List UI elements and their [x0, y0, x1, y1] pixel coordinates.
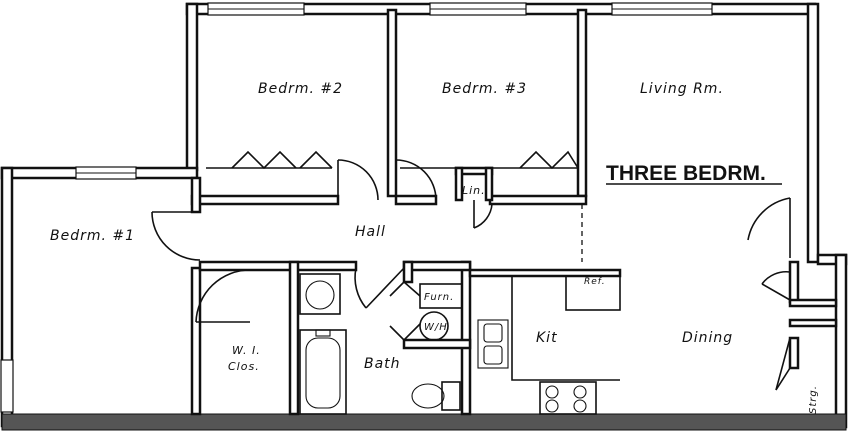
doors: [151, 159, 791, 391]
dining-label: Dining: [682, 330, 733, 346]
bath-label: Bath: [364, 356, 401, 372]
bedroom2-label: Bedrm. #2: [258, 81, 343, 97]
furnace-label: Furn.: [424, 292, 454, 303]
bedroom1-label: Bedrm. #1: [50, 228, 135, 244]
range: [539, 381, 597, 415]
kitchen-label: Kit: [536, 330, 558, 346]
bath-sink: [299, 273, 341, 315]
storage-label: Strg.: [808, 385, 819, 414]
water-heater-label: W/H: [424, 322, 448, 333]
linen-label: Lin.: [462, 184, 486, 197]
bedroom-closets: [206, 150, 579, 170]
closet-label-line2: Clos.: [228, 360, 260, 373]
water-heater: [419, 311, 449, 341]
interior-walls: [190, 8, 838, 416]
refrigerator-label: Ref.: [584, 277, 606, 287]
furnace: [419, 283, 463, 309]
kitchen-counter: [470, 275, 620, 381]
hall-label: Hall: [355, 224, 386, 240]
refrigerator: [565, 275, 621, 311]
bedroom3-label: Bedrm. #3: [442, 81, 527, 97]
living-label: Living Rm.: [640, 81, 724, 97]
bathtub: [299, 329, 347, 415]
toilet: [411, 381, 461, 411]
bottom-wall: [1, 413, 847, 431]
labels: Bedrm. #2 Bedrm. #3 Living Rm. THREE BED…: [50, 81, 819, 414]
plan-title: THREE BEDRM.: [606, 162, 766, 185]
closet-label-line1: W. I.: [232, 344, 261, 357]
windows: [0, 2, 713, 413]
